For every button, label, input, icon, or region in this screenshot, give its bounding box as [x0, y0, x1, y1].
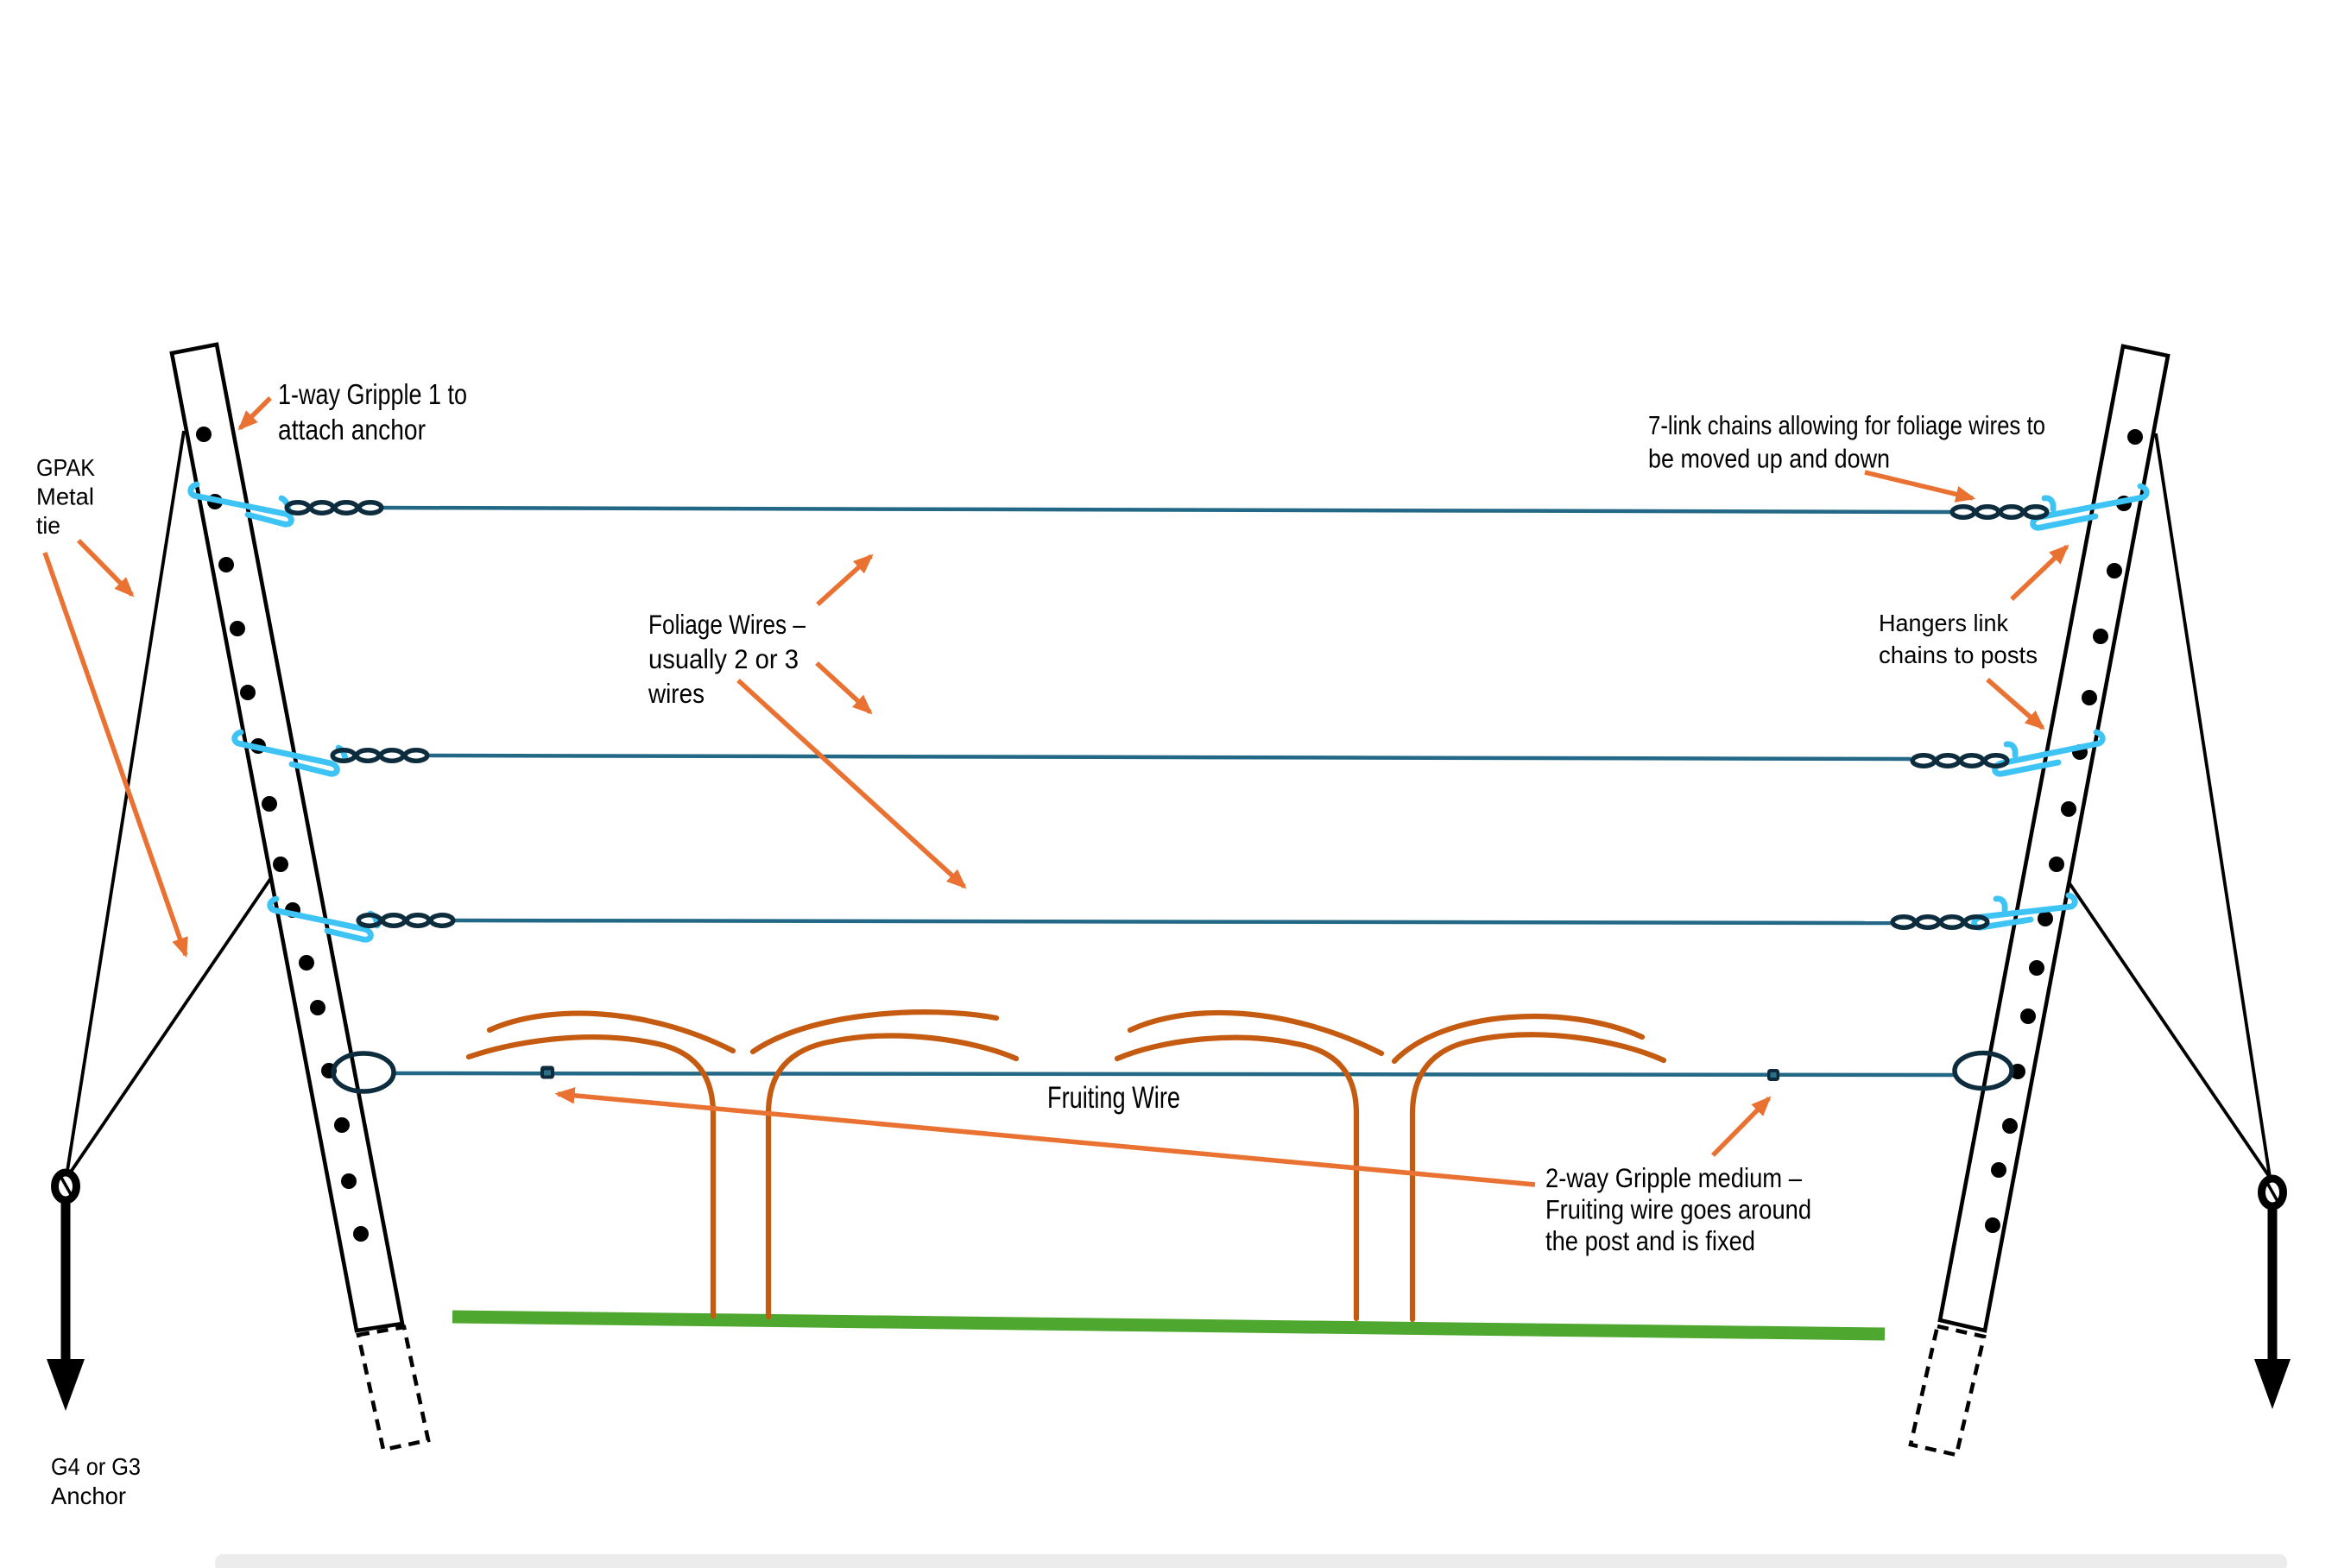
svg-text:tie: tie — [36, 512, 60, 539]
svg-text:chains to posts: chains to posts — [1879, 642, 2038, 668]
svg-text:Hangers link: Hangers link — [1879, 610, 2008, 636]
svg-text:Metal: Metal — [36, 484, 94, 510]
svg-text:wires: wires — [648, 678, 705, 709]
svg-text:Anchor: Anchor — [51, 1483, 126, 1509]
svg-text:Foliage Wires –: Foliage Wires – — [648, 609, 806, 640]
svg-text:usually 2 or 3: usually 2 or 3 — [648, 643, 799, 674]
svg-text:Fruiting Wire: Fruiting Wire — [1047, 1081, 1180, 1115]
svg-text:attach anchor: attach anchor — [278, 414, 426, 446]
svg-text:Fruiting wire goes around: Fruiting wire goes around — [1545, 1194, 1811, 1225]
svg-text:the post and is fixed: the post and is fixed — [1545, 1225, 1755, 1256]
svg-text:GPAK: GPAK — [36, 454, 96, 481]
svg-text:7-link chains allowing for fol: 7-link chains allowing for foliage wires… — [1648, 410, 2045, 440]
svg-text:G4 or G3: G4 or G3 — [51, 1453, 141, 1480]
svg-text:1-way Gripple 1 to: 1-way Gripple 1 to — [278, 378, 467, 410]
svg-text:2-way Gripple medium –: 2-way Gripple medium – — [1545, 1162, 1802, 1193]
svg-text:be moved up and down: be moved up and down — [1648, 444, 1890, 474]
